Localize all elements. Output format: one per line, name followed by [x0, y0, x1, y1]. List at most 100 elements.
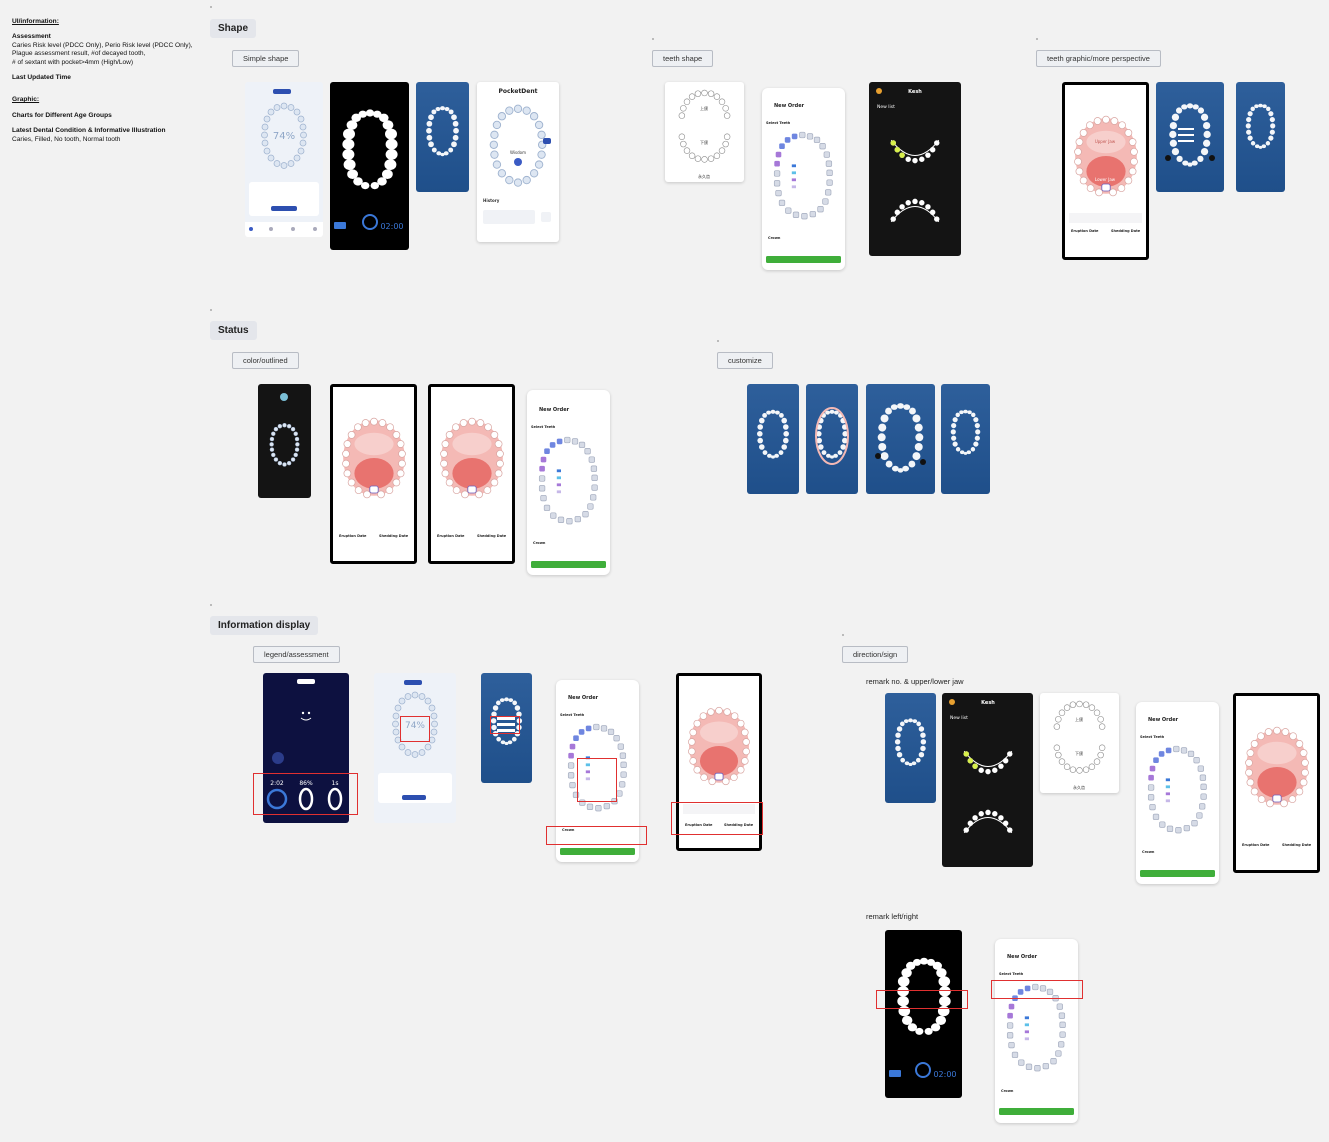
eruption-date-label: Eruption Date — [437, 534, 465, 538]
percent-text: 74% — [405, 721, 425, 731]
chip-direction-sign[interactable]: direction/sign — [842, 646, 909, 663]
new-order-title: New Order — [568, 695, 599, 701]
crown-label: Crown — [1001, 1089, 1014, 1093]
app-screen-customize-4 — [941, 384, 990, 494]
last-updated-label: Last Updated Time — [12, 74, 71, 82]
eruption-date-label: Eruption Date — [685, 823, 713, 827]
app-screen-remark-pink-jaw: Eruption Date Shedding Date — [1233, 693, 1320, 873]
app-screen-blue-legend — [481, 673, 532, 783]
select-teeth-label: Select Teeth — [999, 972, 1024, 976]
stat-coverage: 86% — [299, 780, 313, 787]
app-screen-blue-arch-small — [1236, 82, 1285, 192]
latest-condition-title: Latest Dental Condition & Informative Il… — [12, 127, 166, 135]
app-screen-blue-arch — [416, 82, 469, 192]
shedding-date-label: Shedding Date — [379, 534, 409, 538]
eruption-date-label: Eruption Date — [339, 534, 367, 538]
highlight-box — [546, 826, 647, 845]
kesh-title: Kesh — [908, 89, 922, 95]
frame-dot — [717, 340, 719, 342]
shedding-date-label: Shedding Date — [724, 823, 754, 827]
chip-teeth-shape[interactable]: teeth shape — [652, 50, 714, 67]
section-information-display: Information display — [210, 616, 319, 635]
app-screen-remark-new-order: New Order Select Teeth Crown — [1136, 702, 1219, 884]
new-order-title: New Order — [1007, 954, 1038, 960]
upper-jaw-cn: 上颌 — [700, 105, 708, 111]
timer-text: 02:00 — [933, 1070, 956, 1079]
kesh-title: Kesh — [981, 700, 995, 706]
app-screen-customize-3 — [866, 384, 935, 494]
chip-simple-shape[interactable]: Simple shape — [232, 50, 300, 67]
new-order-title: New Order — [774, 103, 805, 109]
ui-info-heading: UI/information: — [12, 18, 59, 25]
crown-label: Crown — [562, 828, 575, 832]
shedding-date-label: Shedding Date — [1282, 843, 1312, 847]
new-order-title: New Order — [539, 407, 570, 413]
new-order-title: New Order — [1148, 717, 1179, 723]
new-list-label: New list — [950, 715, 968, 721]
app-screen-status-new-order: New Order Select Teeth Crown — [527, 390, 610, 575]
permanent-teeth-cn: 永久齿 — [698, 173, 710, 179]
app-screen-status-dark — [258, 384, 311, 498]
frame-dot — [210, 604, 212, 606]
latest-condition-detail: Caries, Filled, No tooth, Normal tooth — [12, 135, 121, 143]
crown-label: Crown — [533, 541, 546, 545]
highlight-box — [490, 716, 520, 734]
highlight-box — [253, 773, 358, 815]
chip-customize[interactable]: customize — [717, 352, 773, 369]
crown-label: Crown — [1142, 850, 1155, 854]
chip-teeth-graphic[interactable]: teeth graphic/more perspective — [1036, 50, 1161, 67]
frame-dot — [1036, 38, 1038, 40]
app-screen-brush-timer: 02:00 — [330, 82, 409, 250]
crown-label: Crown — [768, 236, 781, 240]
chip-legend-assessment[interactable]: legend/assessment — [253, 646, 340, 663]
chip-color-outlined[interactable]: color/outlined — [232, 352, 299, 369]
eruption-date-label: Eruption Date — [1242, 843, 1270, 847]
app-screen-oralb-light-2: 74% — [374, 673, 456, 823]
select-teeth-label: Select Teeth — [531, 425, 556, 429]
lower-jaw-label: Lower Jaw — [1095, 177, 1116, 182]
highlight-box — [991, 980, 1083, 999]
highlight-box — [876, 990, 968, 1009]
subtitle-remark-no: remark no. & upper/lower jaw — [866, 677, 964, 686]
app-screen-customize-2 — [806, 384, 858, 494]
app-screen-remark-lr-timer: 02:00 — [885, 930, 962, 1098]
highlight-box — [577, 758, 617, 802]
permanent-teeth-cn: 永久齿 — [1073, 784, 1085, 790]
frame-dot — [842, 634, 844, 636]
app-screen-remark-kesh: Kesh New list — [942, 693, 1033, 867]
stat-time: 2:02 — [270, 780, 284, 787]
lower-jaw-cn: 下颌 — [1075, 750, 1083, 756]
frame-dot — [210, 6, 212, 8]
assessment-line: Plague assessment result, #of decayed to… — [12, 50, 146, 58]
app-screen-oralb-light: 74% — [245, 82, 323, 237]
select-teeth-label: Select Teeth — [560, 713, 585, 717]
app-screen-customize-1 — [747, 384, 799, 494]
app-screen-new-order: New Order Select Teeth Crown — [762, 88, 845, 270]
app-screen-info-pink-jaw: Eruption Date Shedding Date — [676, 673, 762, 851]
app-screen-remark-number-chart: 上颌 下颌 永久齿 — [1040, 693, 1119, 793]
wisdom-label: Wisdom — [510, 150, 526, 155]
upper-jaw-label: Upper Jaw — [1095, 139, 1116, 144]
shedding-date-label: Shedding Date — [1111, 229, 1141, 233]
app-screen-blue-arch-legend — [1156, 82, 1224, 192]
frame-dot — [652, 38, 654, 40]
charts-label: Charts for Different Age Groups — [12, 111, 112, 119]
section-shape: Shape — [210, 19, 257, 38]
app-screen-status-pink-2: Eruption Date Shedding Date — [428, 384, 515, 564]
assessment-line: Caries Risk level (PDCC Only), Perio Ris… — [12, 41, 193, 49]
stat-pressure: 1s — [332, 780, 339, 787]
info-notes: UI/information: Assessment Caries Risk l… — [12, 18, 202, 144]
timer-text: 02:00 — [380, 222, 403, 231]
app-screen-pocketdent: PocketDent Wisdom History — [477, 82, 559, 242]
highlight-box — [671, 802, 763, 835]
assessment-line: # of sextant with pocket>4mm (High/Low) — [12, 58, 134, 66]
history-label: History — [483, 198, 500, 203]
app-screen-tooth-number-chart: 上颌 下颌 永久齿 — [665, 82, 744, 182]
graphic-heading: Graphic: — [12, 96, 40, 104]
lower-jaw-cn: 下颌 — [700, 139, 708, 145]
app-screen-info-new-order: New Order Select Teeth Crown — [556, 680, 639, 862]
new-list-label: New list — [877, 104, 895, 110]
eruption-date-label: Eruption Date — [1071, 229, 1099, 233]
percent-text: 74% — [273, 131, 295, 142]
app-screen-kesh-dark: Kesh New list — [869, 82, 961, 256]
